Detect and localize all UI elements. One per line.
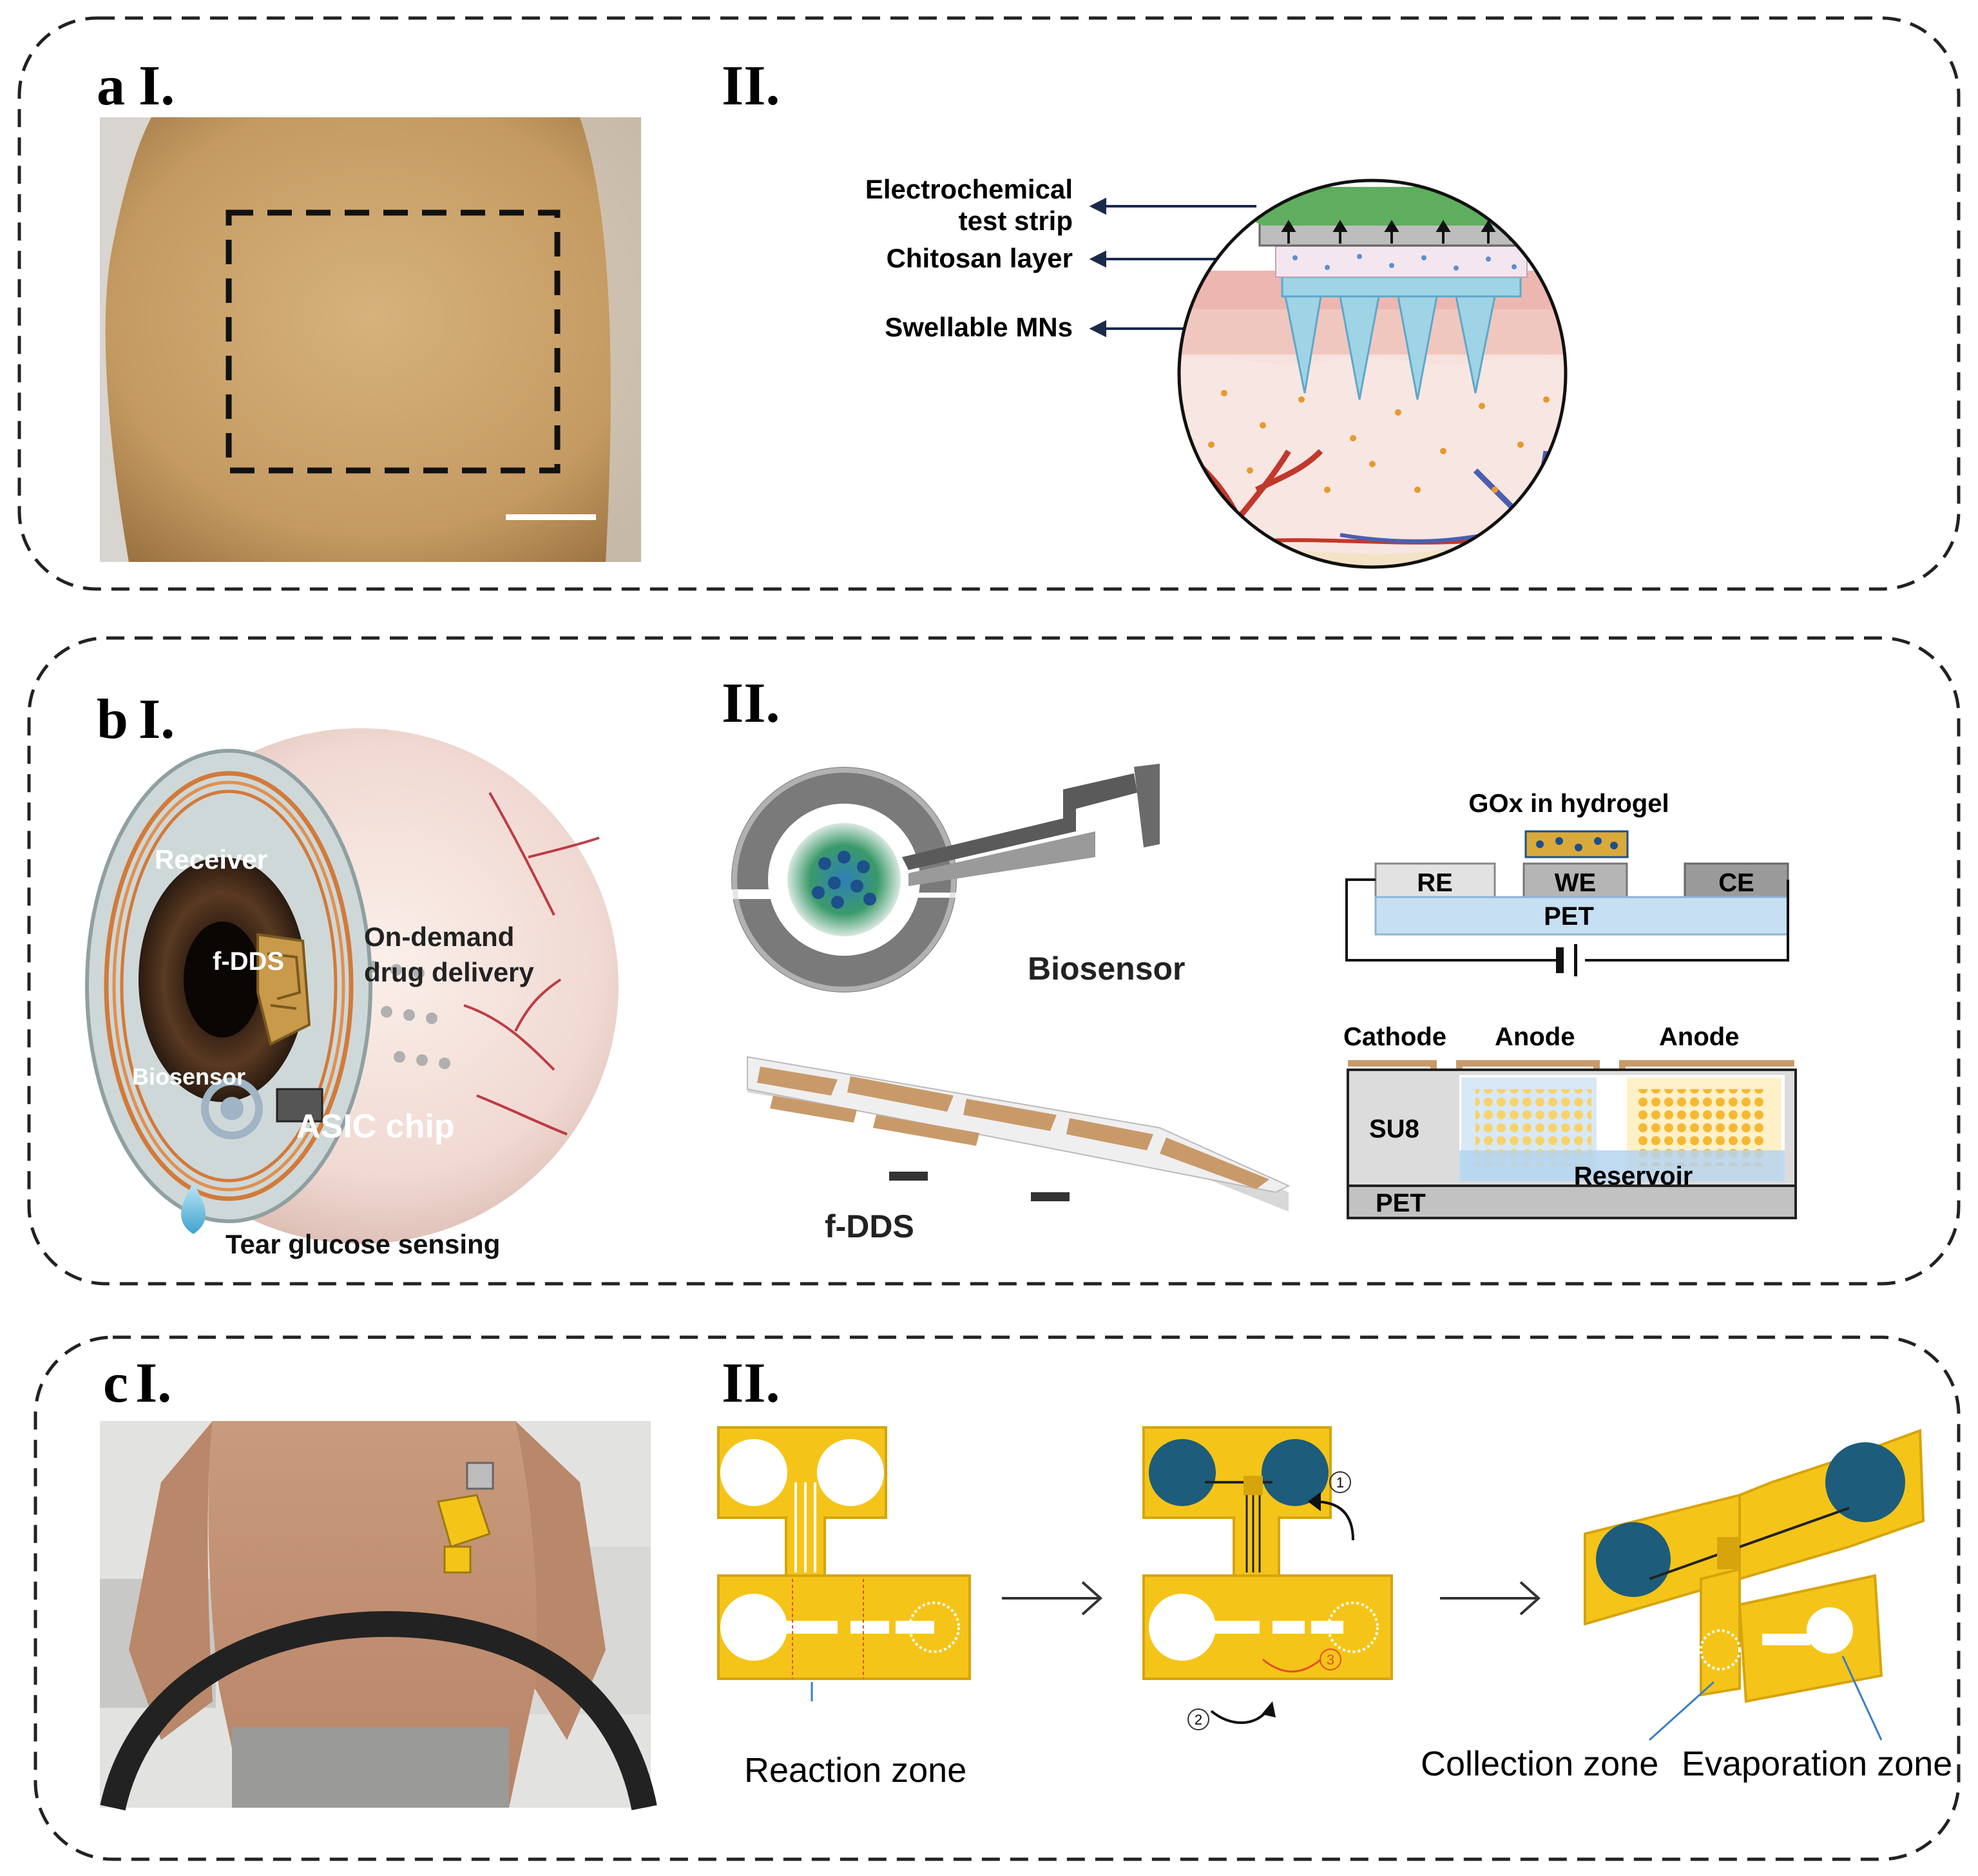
receiver-label: Receiver [155, 844, 267, 875]
panel-c-sub-II: II. [722, 1352, 780, 1415]
fdds-illustration: f-DDS [747, 1056, 1291, 1244]
electrode-schematic: GOx in hydrogel RE WE CE PET [1345, 789, 1789, 976]
eye-biosensor-label: Biosensor [132, 1063, 245, 1090]
smart-contact-lens-eye: Receiver f-DDS Biosensor ASIC chip On-de… [85, 728, 619, 1259]
panel-a-sub-II: II. [722, 55, 780, 117]
microneedle-region-box [226, 209, 561, 474]
fdds-label: f-DDS [825, 1208, 914, 1244]
we-label: WE [1555, 869, 1596, 897]
panel-b-letter: b [97, 688, 128, 751]
tear-glucose-label: Tear glucose sensing [226, 1229, 500, 1259]
label-electrochemical: Electrochemical [865, 174, 1073, 204]
patch-folding: 1 3 2 [1142, 1426, 1393, 1730]
panel-a-frame [17, 16, 1961, 591]
arrow-1 [1002, 1581, 1103, 1616]
collection-zone-label: Collection zone [1421, 1745, 1658, 1783]
evaporation-zone-label: Evaporation zone [1682, 1745, 1952, 1783]
label-swellable-mns: Swellable MNs [885, 312, 1073, 342]
pet-label-bottom: PET [1376, 1189, 1426, 1217]
re-label: RE [1417, 869, 1453, 897]
panel-c-letter: c [103, 1352, 128, 1415]
arrow-2 [1440, 1581, 1541, 1616]
step-2-label: 2 [1195, 1712, 1202, 1728]
panel-b-frame [27, 636, 1961, 1286]
panel-b-sub-I: I. [139, 688, 175, 751]
anode-label-1: Anode [1495, 1023, 1575, 1051]
label-test-strip: test strip [959, 206, 1073, 236]
step-1-label: 1 [1336, 1475, 1344, 1491]
callout-group: Electrochemical test strip Chitosan laye… [865, 174, 1289, 342]
on-demand-label-2: drug delivery [364, 957, 534, 987]
scale-bar [506, 514, 596, 520]
patch-3d-folded: Collection zone Evaporation zone [1421, 1429, 1952, 1783]
reservoir-schematic: Cathode Anode Anode SU8 Reservoir PET [1343, 1023, 1797, 1219]
reaction-zone-label: Reaction zone [744, 1751, 966, 1790]
biosensor-label: Biosensor [1028, 951, 1186, 987]
panel-a-sub-I: I. [139, 55, 175, 117]
panel-c-sub-I: I. [135, 1352, 171, 1415]
biosensor-illustration: Biosensor [731, 764, 1186, 992]
ce-label: CE [1718, 869, 1754, 897]
patch-flat: Reaction zone [717, 1426, 971, 1790]
cathode-label: Cathode [1343, 1023, 1446, 1051]
pet-label-top: PET [1544, 902, 1594, 931]
gox-hydrogel-label: GOx in hydrogel [1468, 789, 1669, 818]
skin-photo [100, 117, 641, 562]
reservoir-label: Reservoir [1574, 1162, 1693, 1190]
chest-photo [100, 1421, 657, 1811]
on-demand-label-1: On-demand [364, 922, 514, 952]
panel-a-letter: a [97, 55, 125, 117]
panel-b-sub-II: II. [722, 672, 780, 735]
asic-chip-label: ASIC chip [296, 1108, 455, 1145]
eye-fdds-label: f-DDS [213, 947, 284, 976]
label-chitosan: Chitosan layer [887, 243, 1073, 273]
tear-drop-icon [181, 1183, 206, 1234]
skin-cross-section: e [1177, 179, 1568, 569]
step-3-label: 3 [1327, 1652, 1334, 1668]
anode-label-2: Anode [1659, 1023, 1739, 1051]
su8-label: SU8 [1369, 1115, 1419, 1143]
panel-c-frame [34, 1335, 1961, 1861]
